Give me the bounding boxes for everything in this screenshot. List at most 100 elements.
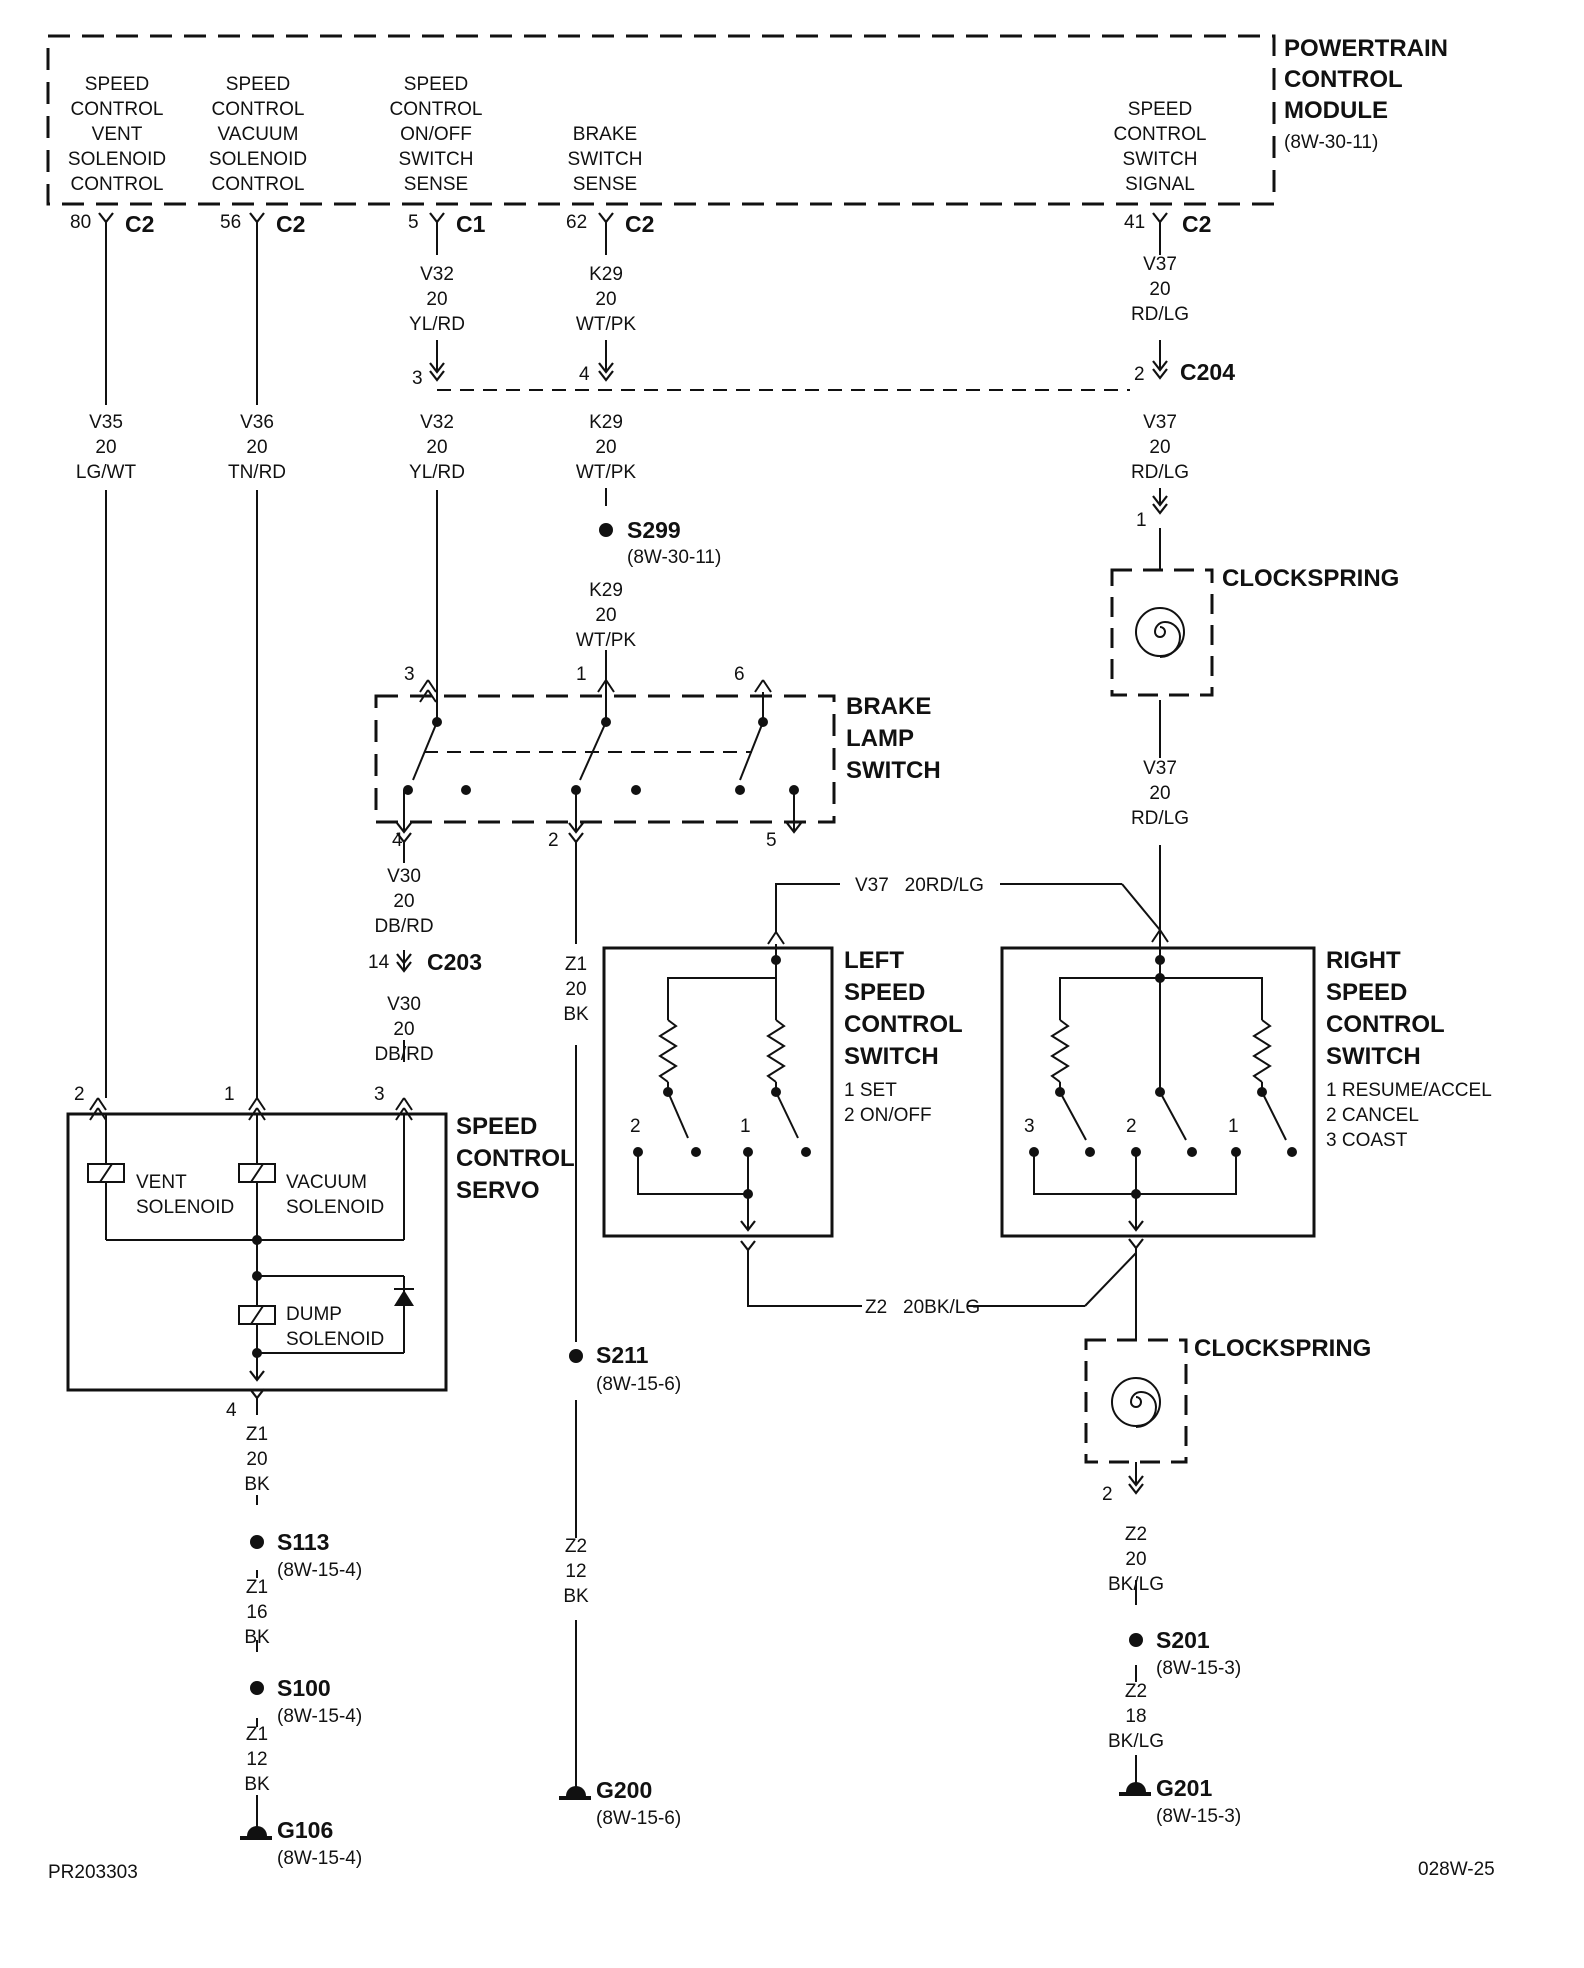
splice-s299: S299 (8W-30-11) xyxy=(599,517,721,568)
svg-text:(8W-15-3): (8W-15-3) xyxy=(1156,1658,1241,1679)
svg-text:5: 5 xyxy=(408,212,419,233)
pcm-ref: (8W-30-11) xyxy=(1284,132,1378,153)
pcm-pin-vent: 80 C2 xyxy=(70,211,154,237)
svg-text:C2: C2 xyxy=(125,211,154,237)
splice-s211: S211 (8W-15-6) xyxy=(569,1342,681,1395)
svg-text:3: 3 xyxy=(374,1084,385,1105)
svg-text:2: 2 xyxy=(1102,1484,1113,1505)
svg-text:6: 6 xyxy=(734,664,745,685)
pcm-pin-onoff: 5 C1 xyxy=(408,211,486,237)
powertrain-control-module: POWERTRAIN CONTROL MODULE (8W-30-11) SPEED… xyxy=(46,34,1448,237)
svg-text:5: 5 xyxy=(766,830,777,851)
svg-text:1: 1 xyxy=(1136,510,1147,531)
svg-text:3: 3 xyxy=(404,664,415,685)
wire-v37-harness-label: V37 20RD/LG xyxy=(855,875,984,896)
wire-z2-harness-label: Z2 20BK/LG xyxy=(865,1297,980,1318)
svg-text:(8W-15-3): (8W-15-3) xyxy=(1156,1806,1241,1827)
svg-text:(8W-15-4): (8W-15-4) xyxy=(277,1848,362,1869)
splice-s113: S113(8W-15-4) xyxy=(250,1529,362,1581)
svg-text:S201: S201 xyxy=(1156,1627,1210,1653)
footer-left-code: PR203303 xyxy=(48,1862,138,1883)
svg-text:56: 56 xyxy=(220,212,241,233)
wire-lines xyxy=(105,222,1161,1828)
splice-s100: S100 (8W-15-4) xyxy=(250,1675,362,1727)
pcm-pin-signal: 41 C2 xyxy=(1124,211,1211,237)
svg-text:(8W-15-4): (8W-15-4) xyxy=(277,1706,362,1727)
svg-text:(8W-30-11): (8W-30-11) xyxy=(627,547,721,568)
svg-text:C1: C1 xyxy=(456,211,486,237)
svg-text:S113: S113 xyxy=(277,1529,329,1555)
ground-g200: G200 (8W-15-6) xyxy=(559,1777,681,1829)
connector-c204: 3 4 2 C204 xyxy=(412,359,1235,391)
svg-text:1: 1 xyxy=(1228,1116,1239,1137)
svg-text:2: 2 xyxy=(74,1084,85,1105)
svg-text:(8W-15-6): (8W-15-6) xyxy=(596,1374,681,1395)
svg-text:G200: G200 xyxy=(596,1777,652,1803)
svg-text:(8W-15-6): (8W-15-6) xyxy=(596,1808,681,1829)
clockspring-upper: 1 CLOCKSPRING xyxy=(1110,494,1399,697)
pcm-title-3: MODULE xyxy=(1284,97,1388,124)
svg-text:C2: C2 xyxy=(625,211,654,237)
svg-text:3: 3 xyxy=(412,368,423,389)
pcm-title-1: POWERTRAIN xyxy=(1284,35,1448,62)
pcm-pin-brake: 62 C2 xyxy=(566,211,654,237)
svg-text:C2: C2 xyxy=(1182,211,1211,237)
svg-text:S211: S211 xyxy=(596,1342,649,1368)
pcm-title-2: CONTROL xyxy=(1284,66,1403,93)
svg-text:C2: C2 xyxy=(276,211,305,237)
svg-text:2: 2 xyxy=(1134,364,1145,385)
svg-text:41: 41 xyxy=(1124,212,1145,233)
svg-text:14: 14 xyxy=(368,952,390,973)
svg-text:G201: G201 xyxy=(1156,1775,1212,1801)
svg-text:C203: C203 xyxy=(427,949,482,975)
svg-text:S299: S299 xyxy=(627,517,681,543)
ground-g106: G106(8W-15-4) xyxy=(240,1817,362,1869)
svg-text:80: 80 xyxy=(70,212,91,233)
svg-text:2: 2 xyxy=(630,1116,641,1137)
svg-text:S100: S100 xyxy=(277,1675,331,1701)
svg-text:1: 1 xyxy=(576,664,587,685)
svg-text:CLOCKSPRING: CLOCKSPRING xyxy=(1222,565,1399,592)
pcm-pin-vacuum: 56 C2 xyxy=(220,211,305,237)
connector-c203: 14 C203 xyxy=(368,949,482,975)
svg-text:3: 3 xyxy=(1024,1116,1035,1137)
svg-text:62: 62 xyxy=(566,212,587,233)
svg-text:4: 4 xyxy=(579,364,590,385)
